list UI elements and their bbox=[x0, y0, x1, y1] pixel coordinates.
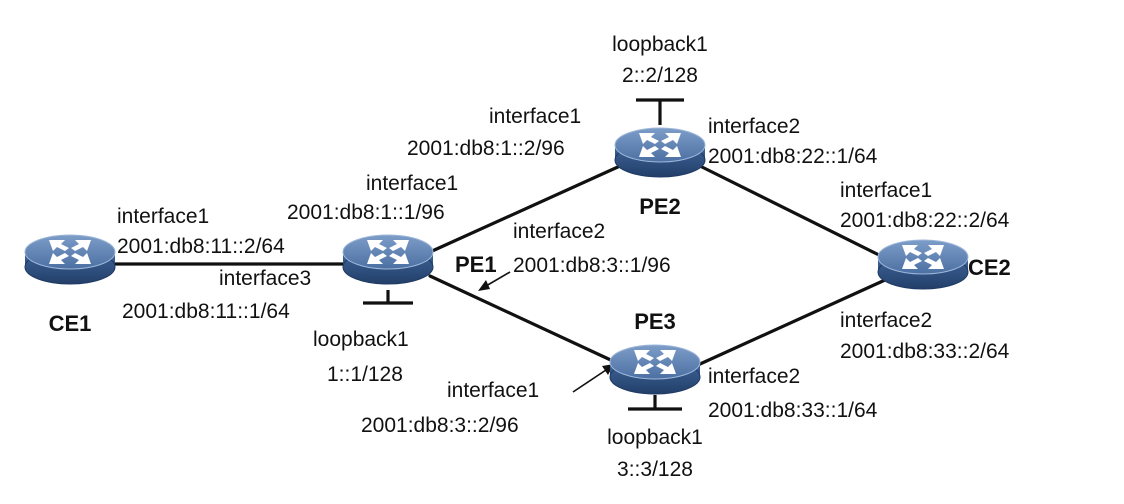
device-name-pe2: PE2 bbox=[639, 194, 681, 219]
pe1-lo1-addr: 1::1/128 bbox=[327, 363, 403, 386]
link-pe1-pe3 bbox=[428, 274, 617, 364]
annotation-arrow-icon bbox=[572, 369, 607, 393]
pe1-if2-addr: 2001:db8:3::1/96 bbox=[513, 254, 671, 277]
link-pe1-pe2 bbox=[428, 164, 622, 254]
pe3-if2-name: interface2 bbox=[708, 365, 800, 388]
pe1-if2-name: interface2 bbox=[513, 220, 605, 243]
device-name-pe3: PE3 bbox=[634, 309, 676, 334]
router-icon[interactable] bbox=[342, 234, 434, 285]
device-name-ce1: CE1 bbox=[49, 311, 92, 336]
device-name-ce2: CE2 bbox=[968, 255, 1011, 280]
annotation-arrow-icon bbox=[485, 271, 511, 287]
router-icon[interactable] bbox=[609, 344, 701, 395]
annotation-arrowhead-icon bbox=[478, 280, 490, 291]
ce2-if1-addr: 2001:db8:22::2/64 bbox=[840, 209, 1010, 232]
device-name-pe1: PE1 bbox=[455, 252, 497, 277]
pe2-lo1-addr: 2::2/128 bbox=[622, 64, 698, 87]
pe1-if3-addr: 2001:db8:11::1/64 bbox=[122, 300, 290, 323]
pe2-if1-addr: 2001:db8:1::2/96 bbox=[407, 137, 565, 160]
pe1-if1-addr: 2001:db8:1::1/96 bbox=[287, 201, 445, 224]
links bbox=[103, 164, 887, 366]
ce2-if1-name: interface1 bbox=[840, 179, 932, 202]
pe3-lo1-name: loopback1 bbox=[607, 426, 703, 449]
router-icon[interactable] bbox=[877, 239, 969, 290]
pe3-lo1-addr: 3::3/128 bbox=[617, 458, 693, 481]
annotation-arrows bbox=[478, 271, 614, 393]
pe1-if3-name: interface3 bbox=[219, 267, 311, 290]
pe2-lo1-name: loopback1 bbox=[612, 33, 708, 56]
pe3-if1-name: interface1 bbox=[447, 379, 539, 402]
ce1-if1-name: interface1 bbox=[117, 205, 209, 228]
pe3-if1-addr: 2001:db8:3::2/96 bbox=[361, 414, 519, 437]
ce1-if1-addr: 2001:db8:11::2/64 bbox=[117, 235, 285, 258]
ce2-if2-name: interface2 bbox=[840, 309, 932, 332]
router-icon[interactable] bbox=[614, 127, 706, 178]
pe2-if2-addr: 2001:db8:22::1/64 bbox=[708, 145, 878, 168]
pe3-if2-addr: 2001:db8:33::1/64 bbox=[708, 399, 878, 422]
pe1-lo1-name: loopback1 bbox=[313, 328, 409, 351]
pe2-if2-name: interface2 bbox=[708, 115, 800, 138]
ce2-if2-addr: 2001:db8:33::2/64 bbox=[840, 340, 1010, 363]
loopback-stubs bbox=[363, 98, 684, 411]
pe2-if1-name: interface1 bbox=[489, 105, 581, 128]
router-icon[interactable] bbox=[24, 234, 116, 285]
pe1-if1-name: interface1 bbox=[366, 172, 458, 195]
link-pe2-ce2 bbox=[698, 164, 887, 260]
link-pe3-ce2 bbox=[698, 278, 887, 366]
